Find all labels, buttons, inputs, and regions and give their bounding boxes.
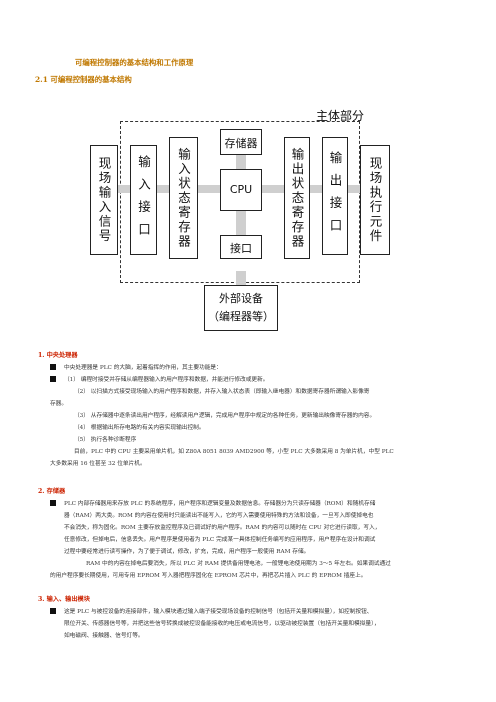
s2-line-4: 任意修改，但掉电后，信息丢失。用户程序是使用者为 PLC 完成某一具体控制任务编… [64,537,376,543]
connector-interface-external [236,271,246,285]
s2-line-2: 器（RAM）两大类。ROM 的内容在使用时只能读出不能写入，它的写入需要使用特殊… [64,513,374,519]
memory-text: 存储器 [224,137,258,150]
section-3-text: 这是 PLC 与被控设备的连接部件，输入模块通过输入端子接受现场设备的控制信号（… [50,606,470,642]
input-status-register-box: 输入状态寄存器 [169,137,198,259]
s1-bullet-1: 中央处理器是 PLC 的大脑，起着指挥的作用，其主要功能是： [50,362,470,374]
s2-bullet-1: PLC 内部存储器用来存放 PLC 的系统程序，用户程序和逻辑变量及数据信息。存… [50,498,470,510]
s1-item-2-cont: 存器。 [50,401,68,407]
connector-output-interface [310,185,322,193]
s2-para-2: RAM 中的内容在掉电后要消失，所以 PLC 对 RAM 提供备用锂电池，一般锂… [86,561,391,567]
input-status-register-text: 输入状态寄存器 [176,147,191,249]
s1-cpu-note-cont: 大多数采用 16 位甚至 32 位单片机。 [50,461,146,467]
connector-register-cpu [198,185,220,193]
field-actuator-box: 现场执行元件 [360,145,390,255]
s3-line-2: 限位开关、传感器信号等，并把这些信号转换成被控设备能接收的电压或电流信号，以驱动… [64,621,380,627]
section-3-heading: 3. 输入、输出模块 [38,596,90,603]
field-input-signal-box: 现场输入信号 [90,145,118,255]
section-title: 2.1 可编程控制器的基本结构 [35,75,132,84]
square-bullet-icon [50,500,56,506]
square-bullet-icon [50,608,56,614]
s1-item-3: （3） 从存储器中逐条读出用户程序，经解读用户逻辑，完成用户程序中规定的各种任务… [74,413,376,419]
interface-text: 接口 [230,242,252,255]
input-interface-box: 输入接口 [130,145,157,255]
external-device-text-2: （编程器等） [208,310,274,323]
cpu-text: CPU [229,183,253,196]
plc-structure-diagram: 主体部分 现场输入信号 输入接口 输入状态寄存器 存储器 CPU 接口 输出状态… [80,105,420,335]
section-2-heading: 2. 存储器 [38,488,66,495]
s1-cpu-note: 目前，PLC 中的 CPU 主要采用单片机，如 Z80A 8051 8039 A… [74,449,394,455]
section-1-heading: 1. 中央处理器 [38,352,78,359]
connector-cpu-output [262,185,284,193]
output-status-register-box: 输出状态寄存器 [284,137,310,259]
s2-line-3: 不会消失，称为固化。ROM 主要存放监控程序及已调试好的用户程序。RAM 的内容… [64,525,381,531]
connector-cpu-interface [236,211,246,235]
s2-line-5: 过程中要经常进行读写操作，为了便于调试，修改，扩充，完成，用户程序一般使用 RA… [64,549,310,555]
s1-item-5: （5） 执行各种诊断程序 [74,437,137,443]
memory-box: 存储器 [220,129,262,155]
section-2-text: PLC 内部存储器用来存放 PLC 的系统程序，用户程序和逻辑变量及数据信息。存… [50,498,470,582]
connector-input-register [157,185,169,193]
s1-item-2: （2） 以扫描方式接受现场输入的用户程序和数据，并存入输入状态表（即输入继电器）… [74,389,370,395]
s2-para-2-cont: 的用户程序要长期使用，可用专用 EPROM 写入器把程序固化在 EPROM 芯片… [50,573,367,579]
field-input-signal-text: 现场输入信号 [96,156,112,244]
external-device-box: 外部设备 （编程器等） [204,285,278,331]
connector-memory-cpu [236,155,246,169]
output-interface-text: 输出接口 [327,151,343,241]
square-bullet-icon [50,376,56,382]
cpu-box: CPU [220,169,262,211]
s3-bullet-1: 这是 PLC 与被控设备的连接部件，输入模块通过输入端子接受现场设备的控制信号（… [50,606,470,618]
input-interface-text: 输入接口 [136,155,151,245]
field-actuator-text: 现场执行元件 [367,156,383,244]
section-1-text: 中央处理器是 PLC 的大脑，起着指挥的作用，其主要功能是： （1） 编程时接受… [50,362,470,470]
connector-field-input [118,185,130,193]
output-interface-box: 输出接口 [322,137,348,255]
s1-item-4: （4） 根据输出所存电路的有关内容实现输出控制。 [74,425,205,431]
output-status-register-text: 输出状态寄存器 [289,147,305,249]
s3-line-3: 如电磁阀、接触器、信号灯等。 [64,633,144,639]
document-title: 可编程控制器的基本结构和工作原理 [75,58,194,67]
connector-interface-field [348,185,360,193]
s1-bullet-2: （1） 编程时接受并存储从编程器输入的用户程序和数据，并能进行修改或更新。 [50,374,470,386]
main-body-label: 主体部分 [316,109,365,123]
external-device-text-1: 外部设备 [219,292,263,305]
interface-box: 接口 [220,235,262,259]
square-bullet-icon [50,364,56,370]
